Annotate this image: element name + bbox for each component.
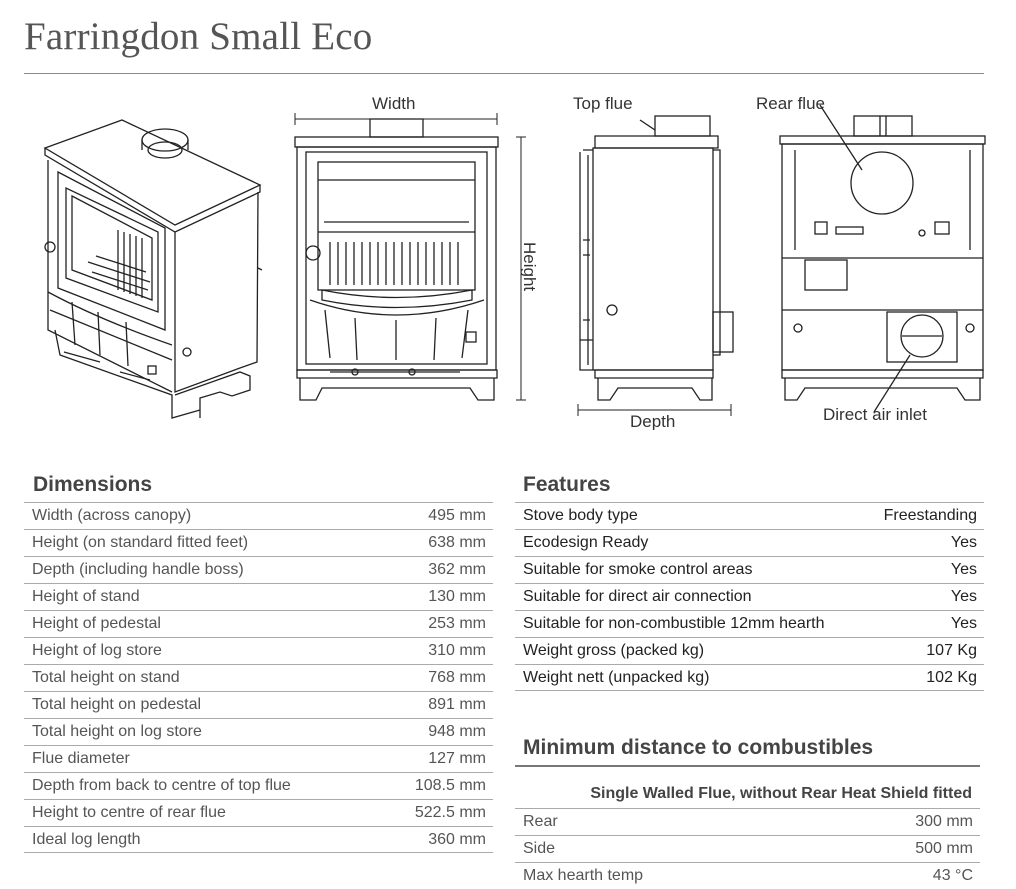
label-height: Height: [520, 242, 539, 291]
table-row: Depth from back to centre of top flue 108…: [24, 772, 493, 799]
row-value: 360 mm: [428, 830, 486, 848]
label-depth: Depth: [630, 412, 675, 430]
combustibles-divider: [515, 765, 980, 767]
table-row: Ecodesign Ready Yes: [515, 529, 984, 556]
table-row: Weight gross (packed kg) 107 Kg: [515, 637, 984, 664]
title-divider: [24, 73, 984, 74]
stove-front-drawing: [294, 113, 526, 401]
table-row: Suitable for non-combustible 12mm hearth…: [515, 610, 984, 637]
row-value: 495 mm: [428, 507, 486, 524]
table-row: Height of stand 130 mm: [24, 583, 493, 610]
label-width: Width: [372, 94, 415, 113]
row-label: Total height on pedestal: [32, 696, 202, 713]
row-label: Depth (including handle boss): [32, 561, 244, 578]
row-label: Suitable for non-combustible 12mm hearth: [523, 615, 825, 632]
row-label: Height of pedestal: [32, 615, 161, 632]
combustibles-table: Rear 300 mm Side 500 mm Max hearth temp 43 °C: [515, 808, 980, 889]
row-value: 522.5 mm: [414, 804, 486, 821]
combustibles-subheading: Single Walled Flue, without Rear Heat Sh…: [590, 785, 972, 802]
row-value: 500 mm: [915, 840, 973, 857]
table-row: Ideal log length 360 mm: [24, 826, 493, 853]
dimensions-table: Width (across canopy) 495 mm Height (on st…: [24, 502, 493, 853]
row-label: Height to centre of rear flue: [32, 804, 226, 821]
table-row: Height (on standard fitted feet) 638 mm: [24, 529, 493, 556]
row-value: 107 Kg: [926, 642, 977, 659]
row-value: 948 mm: [428, 723, 486, 740]
label-direct-air-inlet: Direct air inlet: [823, 405, 927, 424]
row-value: Yes: [950, 588, 977, 605]
row-value: Yes: [950, 534, 977, 551]
stove-rear-drawing: [779, 104, 986, 413]
table-row: Depth (including handle boss) 362 mm: [24, 556, 493, 583]
label-rear-flue: Rear flue: [756, 94, 825, 113]
row-label: Height of log store: [32, 642, 162, 659]
dimensions-heading: Dimensions: [33, 473, 153, 496]
table-row: Suitable for direct air connection Yes: [515, 583, 984, 610]
row-value: Freestanding: [883, 507, 977, 524]
table-row: Total height on pedestal 891 mm: [24, 691, 493, 718]
row-value: 638 mm: [428, 534, 486, 551]
table-row: Rear 300 mm: [515, 808, 980, 835]
row-label: Weight gross (packed kg): [523, 642, 705, 659]
stove-technical-drawings: Width Top flue Rear flue Depth Direct ai…: [43, 94, 986, 430]
row-label: Stove body type: [523, 507, 638, 524]
row-value: 102 Kg: [926, 668, 977, 686]
table-row: Total height on log store 948 mm: [24, 718, 493, 745]
row-label: Depth from back to centre of top flue: [32, 777, 291, 794]
row-label: Suitable for direct air connection: [523, 588, 752, 605]
row-value: 891 mm: [428, 696, 486, 713]
row-label: Total height on log store: [32, 723, 202, 740]
row-value: 108.5 mm: [414, 777, 486, 794]
row-value: 127 mm: [428, 750, 486, 767]
table-row: Stove body type Freestanding: [515, 502, 984, 529]
table-row: Height to centre of rear flue 522.5 mm: [24, 799, 493, 826]
row-label: Rear: [523, 813, 558, 830]
row-label: Width (across canopy): [32, 507, 192, 524]
table-row: Side 500 mm: [515, 835, 980, 862]
row-label: Max hearth temp: [523, 867, 644, 884]
row-value: 43 °C: [932, 867, 973, 884]
table-row: Height of pedestal 253 mm: [24, 610, 493, 637]
row-label: Ecodesign Ready: [523, 534, 649, 551]
row-value: 300 mm: [915, 813, 973, 830]
combustibles-heading: Minimum distance to combustibles: [523, 736, 874, 759]
row-label: Height (on standard fitted feet): [32, 534, 249, 551]
stove-perspective-drawing: [43, 119, 263, 419]
table-row: Max hearth temp 43 °C: [515, 862, 980, 889]
row-label: Ideal log length: [32, 830, 141, 848]
page-title: Farringdon Small Eco: [24, 15, 373, 58]
table-row: Flue diameter 127 mm: [24, 745, 493, 772]
row-value: 768 mm: [428, 669, 486, 686]
row-label: Total height on stand: [32, 669, 180, 686]
row-value: 362 mm: [428, 561, 486, 578]
row-label: Height of stand: [32, 588, 140, 605]
table-row: Total height on stand 768 mm: [24, 664, 493, 691]
features-heading: Features: [523, 473, 611, 496]
label-top-flue: Top flue: [573, 94, 633, 113]
row-label: Suitable for smoke control areas: [523, 561, 753, 578]
row-label: Flue diameter: [32, 750, 130, 767]
stove-side-drawing: [577, 115, 734, 416]
table-row: Weight nett (unpacked kg) 102 Kg: [515, 664, 984, 691]
row-value: 310 mm: [428, 642, 486, 659]
table-row: Suitable for smoke control areas Yes: [515, 556, 984, 583]
row-value: Yes: [950, 615, 977, 632]
table-row: Height of log store 310 mm: [24, 637, 493, 664]
row-value: 253 mm: [428, 615, 486, 632]
row-value: 130 mm: [428, 588, 486, 605]
row-value: Yes: [950, 561, 977, 578]
table-row: Width (across canopy) 495 mm: [24, 502, 493, 529]
row-label: Weight nett (unpacked kg): [523, 668, 710, 686]
row-label: Side: [523, 840, 556, 857]
